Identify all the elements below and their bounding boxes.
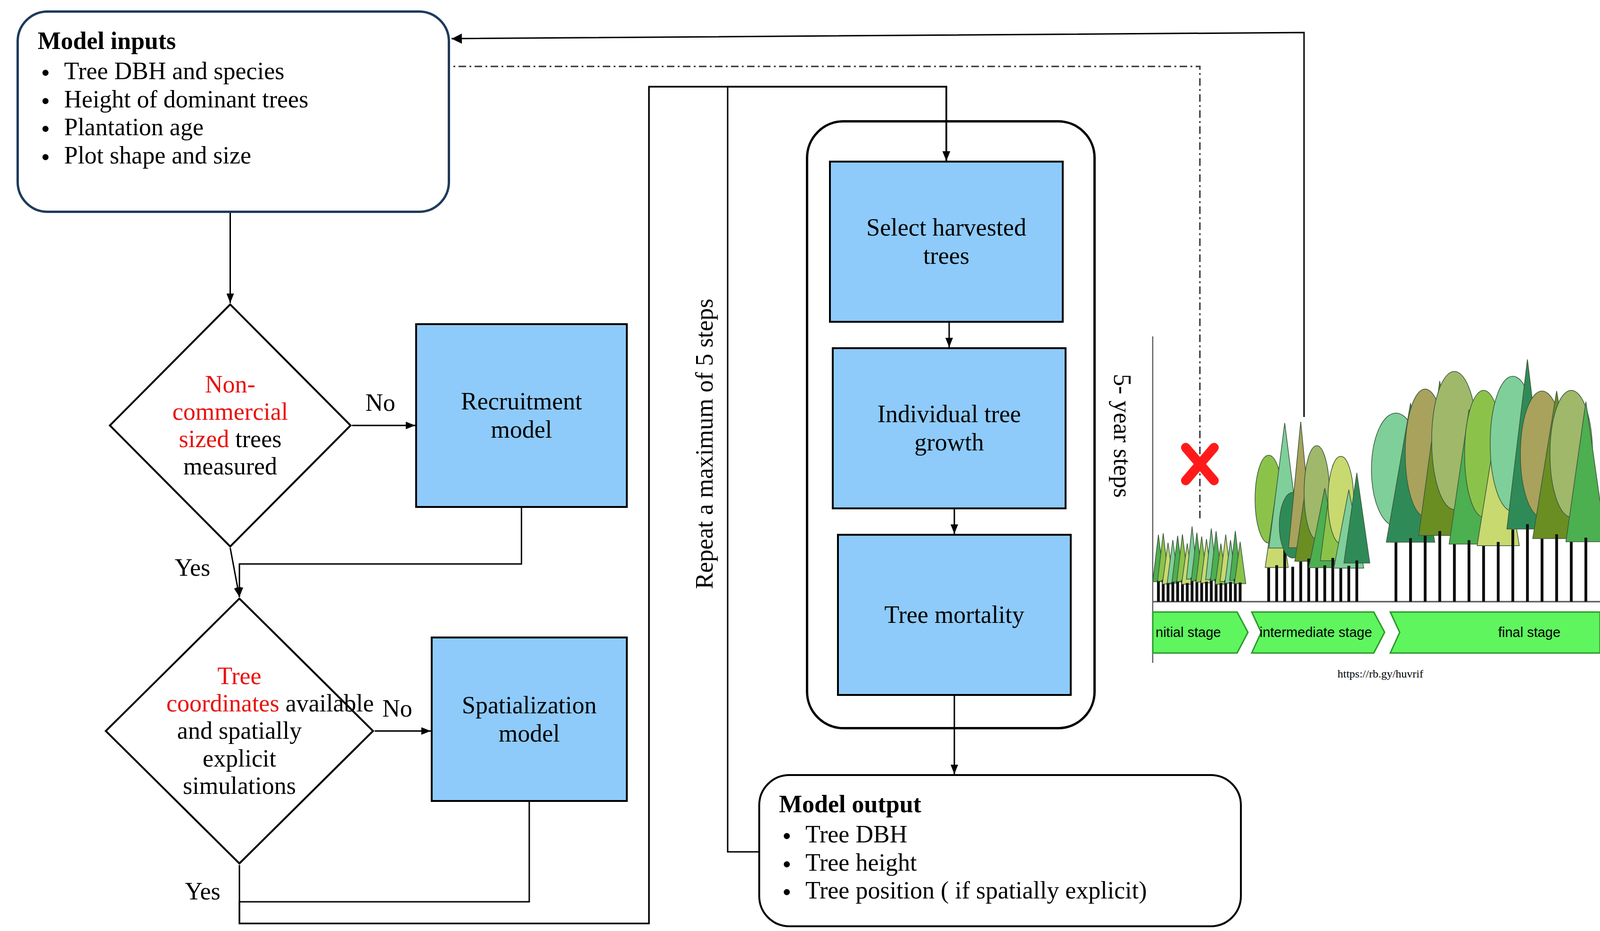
tree-trunk — [1423, 533, 1427, 602]
tree-trunk — [1171, 582, 1175, 602]
bullet-item: Plantation age — [37, 113, 429, 142]
process-box: Spatialization model — [430, 636, 628, 803]
edge-label: No — [378, 694, 417, 723]
source-url: https://rb.gy/huvrif — [1337, 667, 1424, 681]
process-box: Recruitment model — [415, 323, 628, 509]
tree-trunk — [1205, 582, 1208, 602]
stage-label: intermediate stage — [1259, 624, 1373, 641]
tree-illustration — [1152, 359, 1600, 602]
box-label: Select harvested trees — [842, 213, 1051, 271]
tree-trunk — [1347, 566, 1351, 602]
red-cross-stroke — [1185, 447, 1215, 481]
box-label: Individual tree growth — [845, 400, 1054, 457]
highlight-text: Tree coordinates — [166, 662, 280, 717]
connector-arrow — [953, 509, 956, 534]
tree-trunk — [1200, 581, 1204, 602]
tree-trunk — [1355, 560, 1359, 602]
tree-crown — [1343, 473, 1370, 564]
output-panel: Model outputTree DBHTree heightTree posi… — [758, 774, 1242, 928]
tree-trunk — [1275, 565, 1279, 602]
stage-label: nitial stage — [1155, 624, 1222, 641]
box-label: Spatialization model — [443, 691, 615, 748]
panel-heading: Model output — [779, 790, 1222, 819]
tree-trunk — [1238, 582, 1242, 602]
tree-trunk — [1467, 540, 1471, 602]
stage-arrow — [1251, 612, 1385, 654]
diamond-text: Non-commercial sizedtrees measured — [159, 370, 302, 481]
process-box: Individual tree growth — [831, 347, 1067, 510]
tree-trunk — [1185, 582, 1189, 602]
tree-trunk — [1584, 537, 1588, 602]
connector-arrow — [374, 730, 431, 732]
tree-trunk — [1209, 578, 1213, 602]
edge-label: Yes — [171, 553, 215, 583]
tree-trunk — [1496, 541, 1500, 602]
stage-arrow — [1152, 612, 1248, 654]
edge-label: Yes — [180, 877, 225, 906]
diamond-text: Tree coordinatesavailable and spatially … — [166, 662, 313, 800]
connector-arrow — [953, 696, 956, 775]
process-box: Select harvested trees — [828, 160, 1064, 323]
stage-label: final stage — [1498, 624, 1561, 641]
red-cross — [1185, 447, 1215, 481]
connector-arrow — [352, 425, 416, 427]
diamond-shape — [109, 304, 351, 547]
tree-trunk — [1195, 579, 1199, 602]
stage-arrow — [1390, 612, 1600, 654]
group-label: 5- year steps — [1107, 374, 1137, 499]
loop-note: Repeat a maximum of 5 steps — [690, 298, 719, 590]
tree — [1234, 541, 1246, 602]
tree-trunk — [1166, 582, 1170, 602]
connector-arrow — [230, 548, 240, 598]
tree — [1343, 473, 1370, 602]
bullet-item: Tree position ( if spatially explicit) — [779, 876, 1222, 905]
box-label: Recruitment model — [428, 387, 615, 444]
bullet-item: Height of dominant trees — [37, 85, 429, 114]
bullet-item: Tree DBH and species — [37, 57, 429, 86]
tree-trunk — [1540, 534, 1544, 602]
connector-arrow — [948, 322, 951, 348]
tree-trunk — [1331, 557, 1335, 602]
tree-trunk — [1394, 541, 1398, 602]
tree-trunk — [1323, 565, 1327, 602]
diamond-outline — [108, 303, 353, 549]
decision-diamond: Tree coordinatesavailable and spatially … — [104, 597, 375, 866]
decision-diamond: Non-commercial sizedtrees measured — [108, 303, 353, 549]
tree-crown — [1234, 541, 1246, 584]
tree-trunk — [1526, 524, 1529, 602]
edge-label: No — [361, 388, 400, 418]
tree-trunk — [1176, 580, 1180, 602]
loop-group: Select harvested treesIndividual tree gr… — [805, 120, 1096, 730]
tree-crown — [1566, 402, 1600, 542]
red-cross-stroke — [1185, 447, 1215, 481]
input-panel: Model inputsTree DBH and speciesHeight o… — [16, 10, 451, 214]
panel-heading: Model inputs — [37, 26, 429, 56]
tree-trunk — [1555, 534, 1559, 602]
connector-arrow — [239, 508, 522, 598]
connector-arrow — [229, 213, 231, 304]
bullet-item: Tree height — [779, 848, 1222, 878]
tree-trunk — [1569, 533, 1573, 602]
process-box: Tree mortality — [836, 533, 1072, 697]
bullet-item: Plot shape and size — [37, 141, 429, 170]
tree — [1566, 402, 1600, 602]
bullet-item: Tree DBH — [779, 820, 1222, 849]
tree-trunk — [1156, 580, 1160, 602]
tree-trunk — [1438, 531, 1442, 602]
box-label: Tree mortality — [884, 600, 1025, 630]
tree-trunk — [1409, 538, 1412, 602]
tree-trunk — [1511, 529, 1515, 602]
tree-trunk — [1219, 582, 1223, 602]
tree-trunk — [1229, 582, 1232, 602]
tree-trunk — [1291, 566, 1295, 602]
